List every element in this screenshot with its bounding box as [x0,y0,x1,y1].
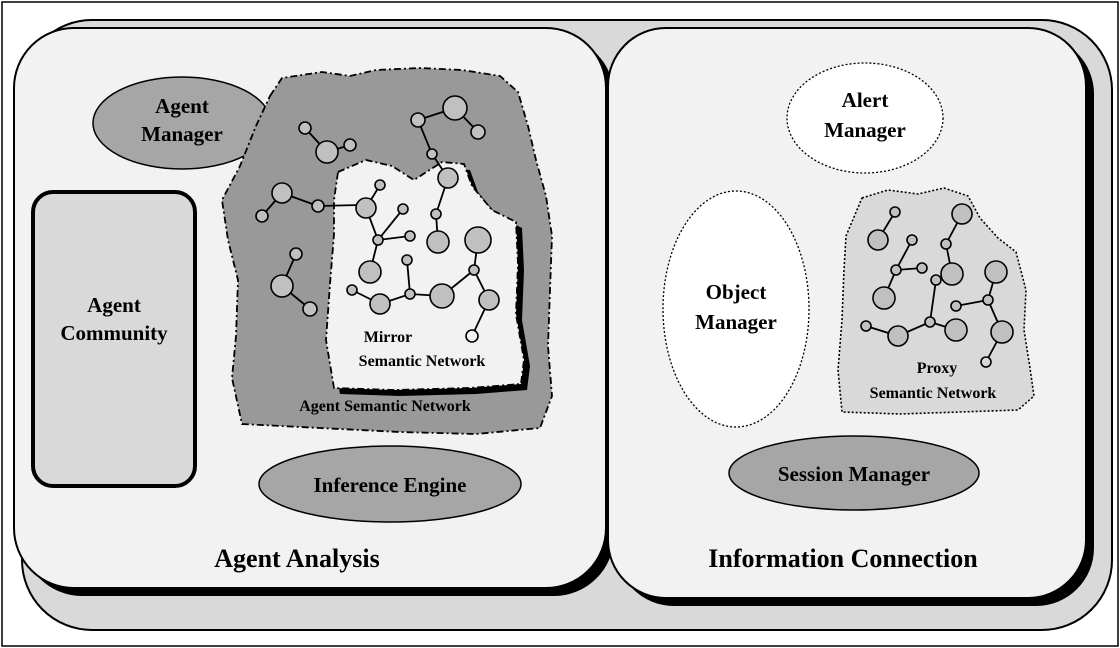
object-manager-label-line2: Manager [695,310,777,334]
graph-node [372,234,384,246]
object-manager-ellipse [662,190,810,428]
agent-network-graph [255,95,486,317]
agent-manager-label-line2: Manager [141,122,223,146]
graph-node [426,148,438,160]
graph-node [404,230,416,242]
proxy-network-graph [860,203,1014,368]
graph-node [410,112,426,128]
graph-node [478,289,500,311]
alert-manager-label-line1: Alert [842,88,889,112]
alert-manager-label-line2: Manager [824,118,906,142]
graph-node [397,203,409,215]
graph-node [468,264,480,276]
graph-node [429,283,455,309]
agent-community-label-line1: Agent [87,293,141,317]
graph-node [315,140,339,164]
graph-node [940,238,952,250]
graph-node [982,294,994,306]
session-manager-label: Session Manager [778,462,930,486]
information-connection-title: Information Connection [708,544,978,573]
graph-node [289,247,303,261]
graph-node [889,206,901,218]
object-manager-label-line1: Object [706,280,767,304]
proxy-network-label-line1: Proxy [917,360,958,377]
session-manager-ellipse [728,435,980,511]
graph-node [890,264,902,276]
agent-semantic-network-label: Agent Semantic Network [299,398,471,415]
information-connection-panel: Alert Manager Object Manager [607,27,1094,606]
graph-node [887,325,909,347]
mirror-network-label-line1: Mirror [364,329,413,346]
graph-node [374,179,386,191]
graph-node [298,121,312,135]
inference-engine-ellipse [258,445,522,523]
graph-node [984,260,1008,284]
graph-node [355,197,377,219]
graph-node [916,262,928,274]
graph-node [950,300,962,312]
graph-node [924,316,936,328]
graph-node [255,209,269,223]
graph-node [872,286,896,310]
graph-node [358,260,382,284]
mirror-network-label-line2: Semantic Network [359,353,486,370]
graph-node [470,124,486,140]
agent-analysis-panel: Agent Manager Agent Community [13,27,614,596]
proxy-network-label-line2: Semantic Network [870,385,997,402]
graph-node [860,320,872,332]
graph-node [442,95,468,121]
graph-node [426,230,450,254]
graph-node [346,284,358,296]
graph-node [430,208,442,220]
graph-node [270,274,294,298]
graph-node [944,318,968,342]
graph-node [302,301,318,317]
graph-node [311,199,325,213]
alert-manager-ellipse [786,62,944,174]
graph-node [464,226,492,254]
graph-node [343,138,357,152]
graph-node [465,329,479,343]
graph-node [940,262,964,286]
agent-manager-label-line1: Agent [155,94,209,118]
graph-node [404,288,416,300]
graph-node [369,293,391,315]
graph-node [437,167,459,189]
mirror-network-graph [346,167,500,343]
agent-community-label-line2: Community [60,321,168,345]
graph-node [271,182,293,204]
graph-node [906,234,918,246]
agent-analysis-title: Agent Analysis [214,544,379,573]
graph-node [401,254,413,266]
graph-node [867,229,889,251]
graph-node [990,320,1014,344]
graph-node [951,203,973,225]
graph-node [980,356,992,368]
agent-community-box [31,190,197,488]
inference-engine-label: Inference Engine [313,473,466,497]
graph-node [930,274,942,286]
